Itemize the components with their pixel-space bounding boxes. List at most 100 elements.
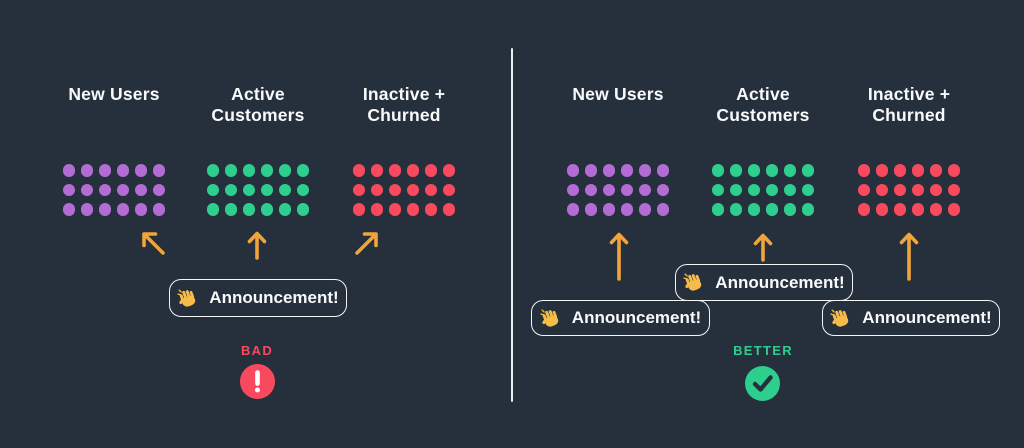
user-dot xyxy=(801,203,815,216)
user-dot xyxy=(656,203,670,216)
verdict-label-bad: BAD xyxy=(240,343,274,358)
announcement-label: Announcement! xyxy=(209,288,339,307)
user-dot xyxy=(620,164,634,177)
user-dot xyxy=(352,203,366,216)
arrow-up-right-icon xyxy=(355,232,378,255)
user-dot xyxy=(424,203,438,216)
user-dot xyxy=(656,164,670,177)
user-dot xyxy=(857,164,871,177)
waving-hand-icon xyxy=(177,288,196,307)
user-dot xyxy=(296,183,310,196)
user-dot xyxy=(152,183,166,196)
user-dot xyxy=(638,203,652,216)
waving-hand-icon xyxy=(540,308,559,327)
user-dot xyxy=(875,183,889,196)
user-dot xyxy=(242,183,256,196)
user-dot xyxy=(893,203,907,216)
user-dot xyxy=(929,183,943,196)
user-dot xyxy=(765,183,779,196)
announcement-label: Announcement! xyxy=(715,272,845,292)
segment-column-new-users: New Users xyxy=(538,84,698,216)
user-dot xyxy=(442,164,456,177)
dot-grid-active-customers xyxy=(206,164,310,216)
user-dot xyxy=(638,183,652,196)
user-dot xyxy=(62,164,76,177)
user-dot xyxy=(424,164,438,177)
user-dot xyxy=(224,183,238,196)
dot-grid-inactive-churned xyxy=(857,164,961,216)
user-dot xyxy=(260,183,274,196)
user-dot xyxy=(566,164,580,177)
user-dot xyxy=(242,203,256,216)
user-dot xyxy=(729,203,743,216)
user-dot xyxy=(584,203,598,216)
user-dot xyxy=(602,183,616,196)
user-dot xyxy=(620,183,634,196)
user-dot xyxy=(134,183,148,196)
user-dot xyxy=(765,164,779,177)
user-dot xyxy=(352,164,366,177)
user-dot xyxy=(224,203,238,216)
user-dot xyxy=(62,183,76,196)
user-dot xyxy=(98,203,112,216)
user-dot xyxy=(152,164,166,177)
user-dot xyxy=(911,203,925,216)
user-dot xyxy=(206,203,220,216)
user-dot xyxy=(783,164,797,177)
user-dot xyxy=(947,183,961,196)
user-dot xyxy=(296,164,310,177)
dot-grid-inactive-churned xyxy=(352,164,456,216)
arrow-up-icon xyxy=(609,232,629,281)
user-dot xyxy=(206,183,220,196)
user-dot xyxy=(296,203,310,216)
user-dot xyxy=(260,164,274,177)
user-dot xyxy=(747,203,761,216)
user-dot xyxy=(638,164,652,177)
user-dot xyxy=(711,203,725,216)
user-dot xyxy=(929,203,943,216)
user-dot xyxy=(242,164,256,177)
user-dot xyxy=(857,183,871,196)
user-dot xyxy=(352,183,366,196)
user-dot xyxy=(729,164,743,177)
user-dot xyxy=(370,164,384,177)
user-dot xyxy=(224,164,238,177)
user-dot xyxy=(711,164,725,177)
user-dot xyxy=(116,183,130,196)
user-dot xyxy=(442,183,456,196)
arrow-up-left-icon xyxy=(142,232,165,255)
announcement-label: Announcement! xyxy=(571,308,702,327)
dot-grid-new-users xyxy=(566,164,670,216)
user-dot xyxy=(801,183,815,196)
user-dot xyxy=(875,164,889,177)
segment-header: Active Customers xyxy=(716,84,810,125)
user-dot xyxy=(388,203,402,216)
user-dot xyxy=(911,164,925,177)
segment-header: Inactive + Churned xyxy=(867,84,951,125)
announcement-badge: Announcement! xyxy=(822,300,1000,336)
user-dot xyxy=(116,203,130,216)
dot-grid-active-customers xyxy=(711,164,815,216)
panel-divider xyxy=(511,48,513,402)
user-dot xyxy=(566,203,580,216)
user-dot xyxy=(857,203,871,216)
announcement-badge: Announcement! xyxy=(675,264,853,301)
arrow-up-icon xyxy=(753,233,773,262)
user-dot xyxy=(152,203,166,216)
user-dot xyxy=(602,164,616,177)
user-dot xyxy=(80,183,94,196)
user-dot xyxy=(278,203,292,216)
user-dot xyxy=(783,183,797,196)
user-dot xyxy=(80,164,94,177)
user-dot xyxy=(747,183,761,196)
user-dot xyxy=(566,183,580,196)
user-dot xyxy=(388,183,402,196)
waving-hand-icon xyxy=(830,308,849,327)
user-dot xyxy=(620,203,634,216)
exclamation-circle-icon xyxy=(240,364,275,399)
segment-column-active-customers: Active Customers xyxy=(683,84,843,216)
segment-header: New Users xyxy=(572,84,664,104)
user-dot xyxy=(584,164,598,177)
user-dot xyxy=(98,164,112,177)
